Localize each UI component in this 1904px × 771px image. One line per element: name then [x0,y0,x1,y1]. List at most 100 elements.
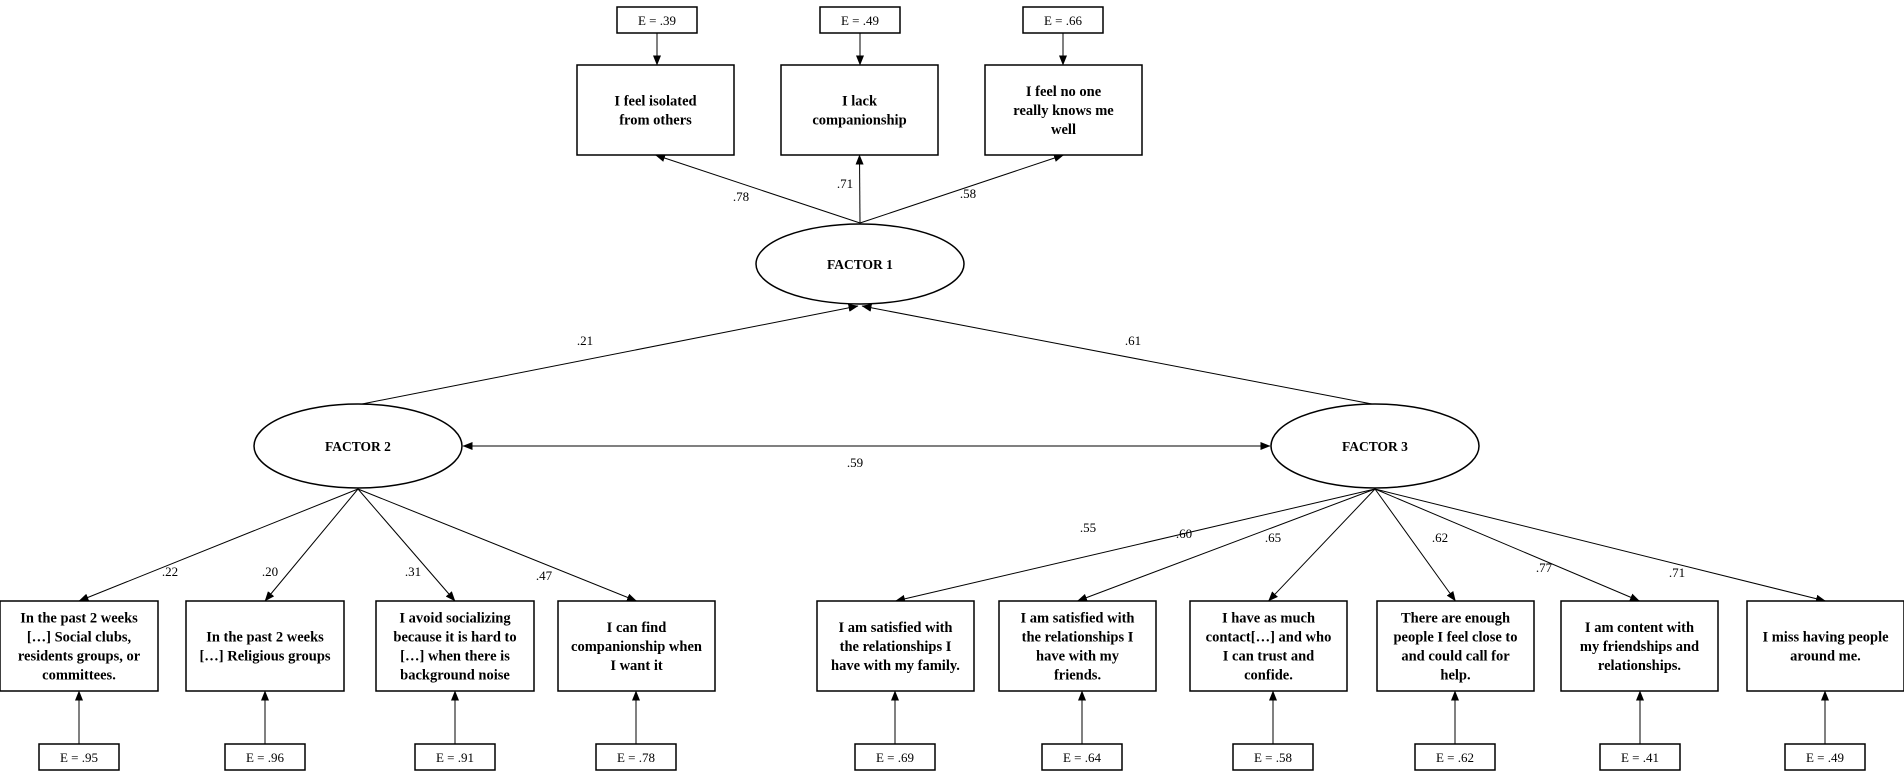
loading-value: .65 [1265,530,1281,545]
indicator-box [780,64,939,156]
factor-label: FACTOR 3 [1342,439,1408,454]
error-box [1414,743,1496,771]
loading-value: .71 [837,176,853,191]
indicator-label-line: There are enough [1401,611,1510,627]
error-box [1599,743,1681,771]
indicator-box [816,600,975,692]
indicator-box [0,600,159,692]
error-value: E = .78 [617,750,655,765]
error-value: E = .95 [60,750,98,765]
indicator-label-line: really knows me [1013,103,1114,119]
factor-ellipse-f1 [755,223,965,305]
loading-arrow [1374,488,1456,602]
indicator-box [375,600,535,692]
loading-arrow [78,488,359,602]
indicator-label-line: I am satisfied with [839,620,953,636]
indicator-box [998,600,1157,692]
indicator-box [576,64,735,156]
error-box [224,743,306,771]
error-value: E = .64 [1063,750,1102,765]
indicator-label-line: […] Religious groups [199,649,330,665]
error-value: E = .39 [638,13,676,28]
loading-arrow [1374,488,1826,603]
loading-value: .20 [262,564,278,579]
error-value: E = .96 [246,750,285,765]
error-box [595,743,677,771]
error-value: E = .91 [436,750,474,765]
indicator-label-line: I can find [607,620,667,636]
indicator-box [185,600,345,692]
loading-arrow [357,488,456,602]
indicator-label-line: In the past 2 weeks [20,611,138,627]
indicator-label-line: I can trust and [1223,649,1314,665]
loading-value: .77 [1536,560,1553,575]
indicator-label-line: committees. [42,668,116,684]
covariance-arrow-f1-f3 [861,303,1373,405]
loading-value: .78 [733,189,749,204]
indicator-box [1560,600,1719,692]
factor-label: FACTOR 1 [827,257,893,272]
error-box [1022,6,1104,34]
indicator-label-line: background noise [400,668,510,684]
error-value: E = .69 [876,750,914,765]
loading-value: .55 [1080,520,1096,535]
indicator-label-line: my friendships and [1580,639,1699,655]
error-box [1232,743,1314,771]
indicator-box [557,600,716,692]
loading-value: .31 [405,564,421,579]
indicator-label-line: residents groups, or [18,649,141,665]
error-box [1784,743,1866,771]
loading-arrow [1374,488,1640,602]
loading-value: .62 [1432,530,1448,545]
indicator-label-line: because it is hard to [393,630,516,646]
factor-ellipse-f2 [253,403,463,489]
error-value: E = .58 [1254,750,1292,765]
indicator-label-line: and could call for [1401,649,1510,665]
indicator-label-line: friends. [1054,668,1101,684]
error-box [819,6,901,34]
covariance-value: .21 [577,333,593,348]
indicator-label-line: […] Social clubs, [27,630,132,646]
indicator-label-line: I am content with [1585,620,1694,636]
loading-value: .71 [1669,565,1685,580]
indicator-label-line: the relationships I [1022,630,1134,646]
indicator-box [1376,600,1535,692]
factor-ellipse-f3 [1270,403,1480,489]
error-value: E = .62 [1436,750,1474,765]
error-value: E = .49 [841,13,879,28]
indicator-label-line: people I feel close to [1393,630,1517,646]
covariance-value: .61 [1125,333,1141,348]
error-box [414,743,496,771]
indicator-label-line: […] when there is [400,649,510,665]
indicator-label-line: help. [1440,668,1470,684]
indicator-label-line: I miss having people [1762,630,1889,646]
indicator-label-line: well [1051,122,1076,138]
loading-value: .60 [1176,526,1192,541]
indicator-label-line: In the past 2 weeks [206,630,324,646]
loading-arrow [1268,488,1376,602]
loading-value: .22 [162,564,178,579]
indicator-box [984,64,1143,156]
indicator-label-line: from others [619,113,692,129]
error-box [38,743,120,771]
error-box [1041,743,1123,771]
indicator-label-line: companionship when [571,639,702,655]
indicator-label-line: have with my family. [831,658,960,674]
error-value: E = .41 [1621,750,1659,765]
covariance-value: .59 [847,455,863,470]
indicator-label-line: I have as much [1222,611,1315,627]
error-box [854,743,936,771]
indicator-label-line: relationships. [1598,658,1681,674]
indicator-label-line: I want it [610,658,663,674]
loading-arrow [855,154,864,224]
loading-arrow [655,154,861,224]
error-box [616,6,698,34]
indicator-label-line: confide. [1244,668,1293,684]
loading-arrow [895,488,1376,603]
indicator-label-line: around me. [1790,649,1861,665]
loading-arrow [859,154,1064,224]
indicator-label-line: I avoid socializing [399,611,511,627]
error-value: E = .49 [1806,750,1844,765]
loading-arrow [357,488,637,602]
